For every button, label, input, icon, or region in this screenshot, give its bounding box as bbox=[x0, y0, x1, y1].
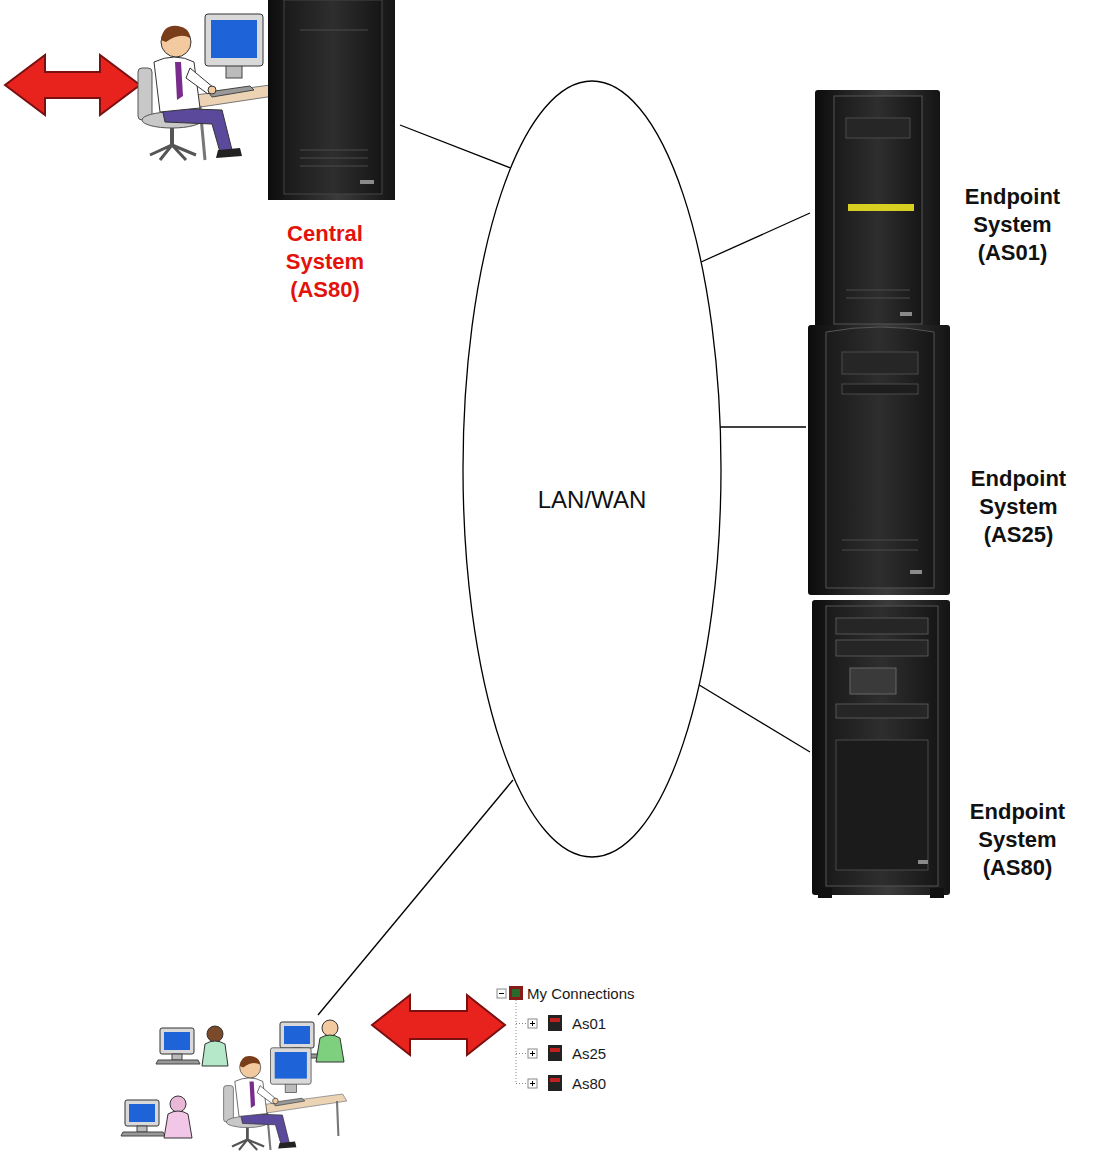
tree-item-label: My Connections bbox=[527, 985, 635, 1002]
node-label: Endpoint System (AS25) bbox=[956, 465, 1081, 549]
ellipse-outline bbox=[462, 80, 722, 858]
server-tower bbox=[808, 325, 950, 595]
tree-item-label: As25 bbox=[572, 1045, 606, 1062]
label-slot: As25 bbox=[572, 1045, 606, 1062]
network-ellipse: LAN/WAN bbox=[462, 80, 722, 858]
node-label: Endpoint System (AS80) bbox=[955, 798, 1080, 882]
node-label: LAN/WAN bbox=[462, 486, 722, 514]
network-link bbox=[318, 780, 513, 1015]
user-group bbox=[121, 1020, 347, 1150]
server-tower bbox=[815, 90, 940, 330]
server-tower bbox=[812, 600, 950, 898]
double-arrow bbox=[372, 995, 505, 1055]
central-server-tower bbox=[268, 0, 395, 200]
endpoint-system: Endpoint System (AS01) bbox=[810, 85, 1095, 335]
node-label: Central System (AS80) bbox=[275, 220, 375, 304]
tree-item-label: As80 bbox=[572, 1075, 606, 1092]
node-label: Endpoint System (AS01) bbox=[950, 183, 1075, 267]
label-slot: As01 bbox=[572, 1015, 606, 1032]
ellipse-outline bbox=[463, 81, 721, 857]
network-link bbox=[701, 213, 810, 262]
network-link bbox=[699, 685, 810, 752]
tree-item-label: As01 bbox=[572, 1015, 606, 1032]
endpoint-system: Endpoint System (AS80) bbox=[810, 598, 1095, 918]
endpoint-system: Endpoint System (AS25) bbox=[806, 320, 1096, 600]
central-system: Central System (AS80) bbox=[148, 0, 400, 335]
label-slot: As80 bbox=[572, 1075, 606, 1092]
network-link bbox=[400, 125, 511, 168]
label-slot: My Connections bbox=[527, 985, 635, 1002]
network-link bbox=[720, 426, 806, 427]
double-arrow bbox=[5, 55, 140, 115]
